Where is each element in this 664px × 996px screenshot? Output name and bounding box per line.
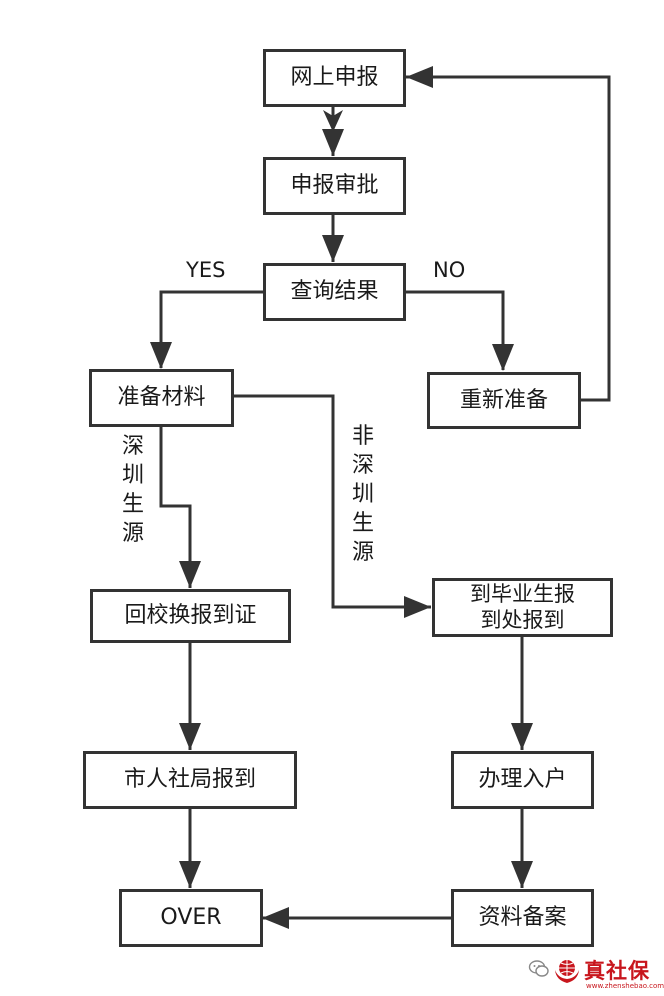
node-query-result: 查询结果	[263, 263, 406, 321]
arrowhead-review	[322, 129, 344, 156]
node-query-result-label: 查询结果	[290, 279, 379, 305]
node-archive-filing-label: 资料备案	[478, 905, 567, 931]
edge-label-yes: YES	[186, 258, 226, 282]
node-online-apply-label: 网上申报	[290, 65, 379, 91]
brand-name: 真社保	[584, 959, 650, 983]
node-archive-filing: 资料备案	[451, 889, 594, 947]
node-re-prepare-label: 重新准备	[459, 387, 548, 413]
node-prepare-materials-label: 准备材料	[117, 385, 206, 411]
edge-label-shenzhen: 深圳生源	[121, 434, 144, 546]
arrowhead-over-left	[262, 907, 289, 929]
node-over: OVER	[119, 889, 263, 947]
watermark: 真社保 www.zhenshebao.com	[528, 954, 664, 994]
node-hr-bureau-report-label: 市人社局报到	[123, 767, 256, 793]
arrowhead-hr	[179, 723, 201, 750]
arrowhead-graduate	[404, 596, 431, 618]
arrowhead-archive	[511, 861, 533, 888]
node-household-registration: 办理入户	[451, 751, 594, 809]
node-over-label: OVER	[160, 905, 222, 931]
edge-label-non-shenzhen: 非深圳生源	[351, 424, 374, 565]
brand-url: www.zhenshebao.com	[586, 982, 664, 990]
arrowhead-household	[511, 723, 533, 750]
node-school-certificate-label: 回校换报到证	[124, 603, 257, 629]
arrowhead-certificate	[179, 561, 201, 588]
arrowhead-apply	[406, 66, 433, 88]
node-graduate-office: 到毕业生报 到处报到	[432, 578, 613, 637]
arrowhead-reprepare	[492, 344, 514, 371]
arrowhead-query	[322, 235, 344, 262]
globe-hands-icon	[555, 960, 579, 983]
node-graduate-office-line1: 到毕业生报	[470, 582, 575, 607]
edge-shenzhen	[159, 427, 192, 588]
arrowhead	[323, 110, 343, 132]
edge-non-shenzhen	[233, 394, 431, 609]
edge-reprepare-loop	[406, 75, 611, 402]
node-hr-bureau-report: 市人社局报到	[83, 751, 297, 809]
node-graduate-office-line2: 到处报到	[480, 607, 565, 632]
node-household-registration-label: 办理入户	[478, 767, 567, 793]
node-re-prepare: 重新准备	[427, 372, 581, 429]
node-school-certificate: 回校换报到证	[90, 589, 291, 643]
arrowhead-over	[179, 861, 201, 888]
node-online-apply: 网上申报	[263, 49, 406, 107]
wechat-icon	[528, 960, 549, 977]
node-prepare-materials: 准备材料	[89, 369, 234, 427]
edge-label-no: NO	[433, 258, 466, 282]
node-apply-review-label: 申报审批	[290, 173, 379, 199]
node-apply-review: 申报审批	[263, 157, 406, 215]
arrowhead-prepare	[150, 342, 172, 369]
